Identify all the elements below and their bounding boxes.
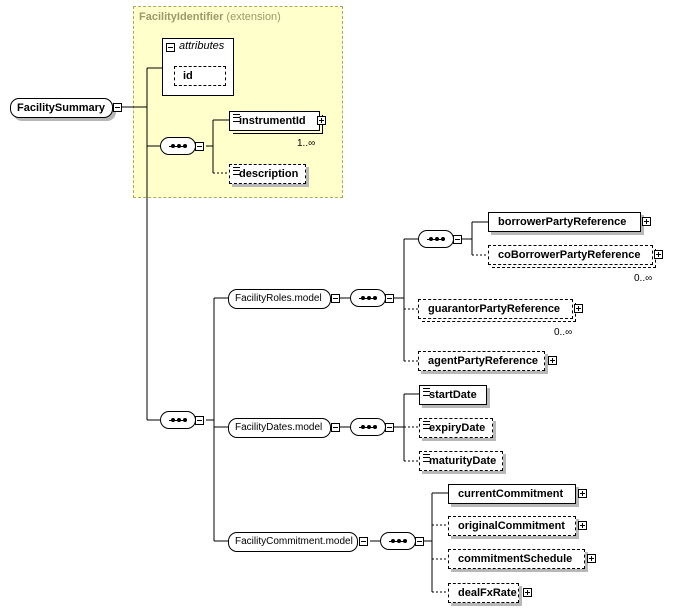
element-maturityDate[interactable]: maturityDate [419, 451, 503, 471]
group-facility-dates[interactable]: FacilityDates.model [228, 418, 331, 438]
element-agentPartyReference[interactable]: agentPartyReference [418, 351, 545, 371]
collapse-root-icon[interactable] [113, 103, 122, 112]
expand-commitmentSchedule-icon[interactable] [587, 554, 596, 563]
currentCommitment-label: currentCommitment [458, 488, 564, 500]
element-guarantorPartyReference[interactable]: guarantorPartyReference [418, 299, 576, 322]
attribute-id[interactable]: id [174, 66, 226, 86]
originalCommitment-label: originalCommitment [458, 520, 565, 532]
collapse-commitment-icon[interactable] [359, 537, 368, 546]
dealFxRate-label: dealFxRate [458, 587, 517, 599]
expand-dealFxRate-icon[interactable] [523, 588, 532, 597]
collapse-sequence-dates-icon[interactable] [385, 423, 394, 432]
sequence-compositor-main [160, 411, 196, 429]
attribute-id-label: id [183, 70, 193, 82]
roles-group-label: FacilityRoles.model [235, 293, 322, 304]
guarantor-cardinality: 0..∞ [554, 327, 573, 338]
expand-coBorrower-icon[interactable] [654, 250, 663, 259]
element-originalCommitment[interactable]: originalCommitment [448, 516, 576, 536]
expand-agent-icon[interactable] [548, 356, 557, 365]
expand-currentCommitment-icon[interactable] [578, 489, 587, 498]
sequence-compositor-identifier [160, 137, 196, 155]
collapse-sequence-commitment-icon[interactable] [415, 537, 424, 546]
root-label: FacilitySummary [17, 102, 106, 114]
guarantor-label: guarantorPartyReference [428, 303, 561, 315]
root-element[interactable]: FacilitySummary [10, 98, 113, 118]
expand-originalCommitment-icon[interactable] [578, 521, 587, 530]
element-instrumentId[interactable]: instrumentId [229, 111, 323, 134]
instrumentId-cardinality: 1..∞ [297, 138, 316, 149]
group-facility-roles[interactable]: FacilityRoles.model [228, 289, 331, 309]
extension-kind: (extension) [226, 11, 281, 23]
element-commitmentSchedule[interactable]: commitmentSchedule [448, 549, 585, 569]
expand-instrumentId-icon[interactable] [317, 116, 326, 125]
expand-guarantor-icon[interactable] [574, 304, 583, 313]
description-label: description [239, 168, 299, 180]
element-currentCommitment[interactable]: currentCommitment [448, 484, 576, 504]
element-dealFxRate[interactable]: dealFxRate [448, 583, 519, 603]
collapse-sequence-borrowers-icon[interactable] [453, 235, 462, 244]
documentation-icon [423, 421, 430, 429]
maturityDate-label: maturityDate [429, 455, 497, 467]
sequence-compositor-dates [350, 418, 386, 436]
coBorrower-cardinality: 0..∞ [634, 273, 653, 284]
collapse-attributes-icon[interactable] [166, 43, 175, 52]
commitment-group-label: FacilityCommitment.model [235, 536, 353, 547]
collapse-roles-icon[interactable] [331, 294, 340, 303]
coBorrower-label: coBorrowerPartyReference [498, 249, 641, 261]
collapse-sequence-identifier-icon[interactable] [195, 142, 204, 151]
documentation-icon [423, 388, 430, 396]
attributes-label: attributes [179, 40, 225, 52]
instrumentId-label: instrumentId [239, 115, 306, 127]
element-expiryDate[interactable]: expiryDate [419, 418, 493, 438]
sequence-compositor-commitment [380, 532, 416, 550]
expand-borrower-icon[interactable] [642, 217, 651, 226]
dates-group-label: FacilityDates.model [235, 422, 323, 433]
element-startDate[interactable]: startDate [419, 385, 487, 405]
documentation-icon [233, 114, 240, 122]
commitmentSchedule-label: commitmentSchedule [458, 553, 573, 565]
sequence-compositor-borrowers [418, 230, 454, 248]
expiryDate-label: expiryDate [429, 422, 486, 434]
collapse-dates-icon[interactable] [331, 423, 340, 432]
collapse-sequence-roles-icon[interactable] [385, 294, 394, 303]
documentation-icon [233, 167, 240, 175]
extension-title: FacilityIdentifier (extension) [139, 11, 281, 23]
collapse-sequence-main-icon[interactable] [195, 416, 204, 425]
sequence-compositor-roles [350, 289, 386, 307]
borrower-label: borrowerPartyReference [498, 216, 627, 228]
element-description[interactable]: description [229, 164, 306, 184]
group-facility-commitment[interactable]: FacilityCommitment.model [228, 532, 358, 552]
extension-name: FacilityIdentifier [139, 11, 224, 23]
element-borrowerPartyReference[interactable]: borrowerPartyReference [488, 212, 641, 232]
documentation-icon [423, 454, 430, 462]
element-coBorrowerPartyReference[interactable]: coBorrowerPartyReference [488, 245, 656, 268]
startDate-label: startDate [429, 389, 477, 401]
agent-label: agentPartyReference [428, 355, 539, 367]
